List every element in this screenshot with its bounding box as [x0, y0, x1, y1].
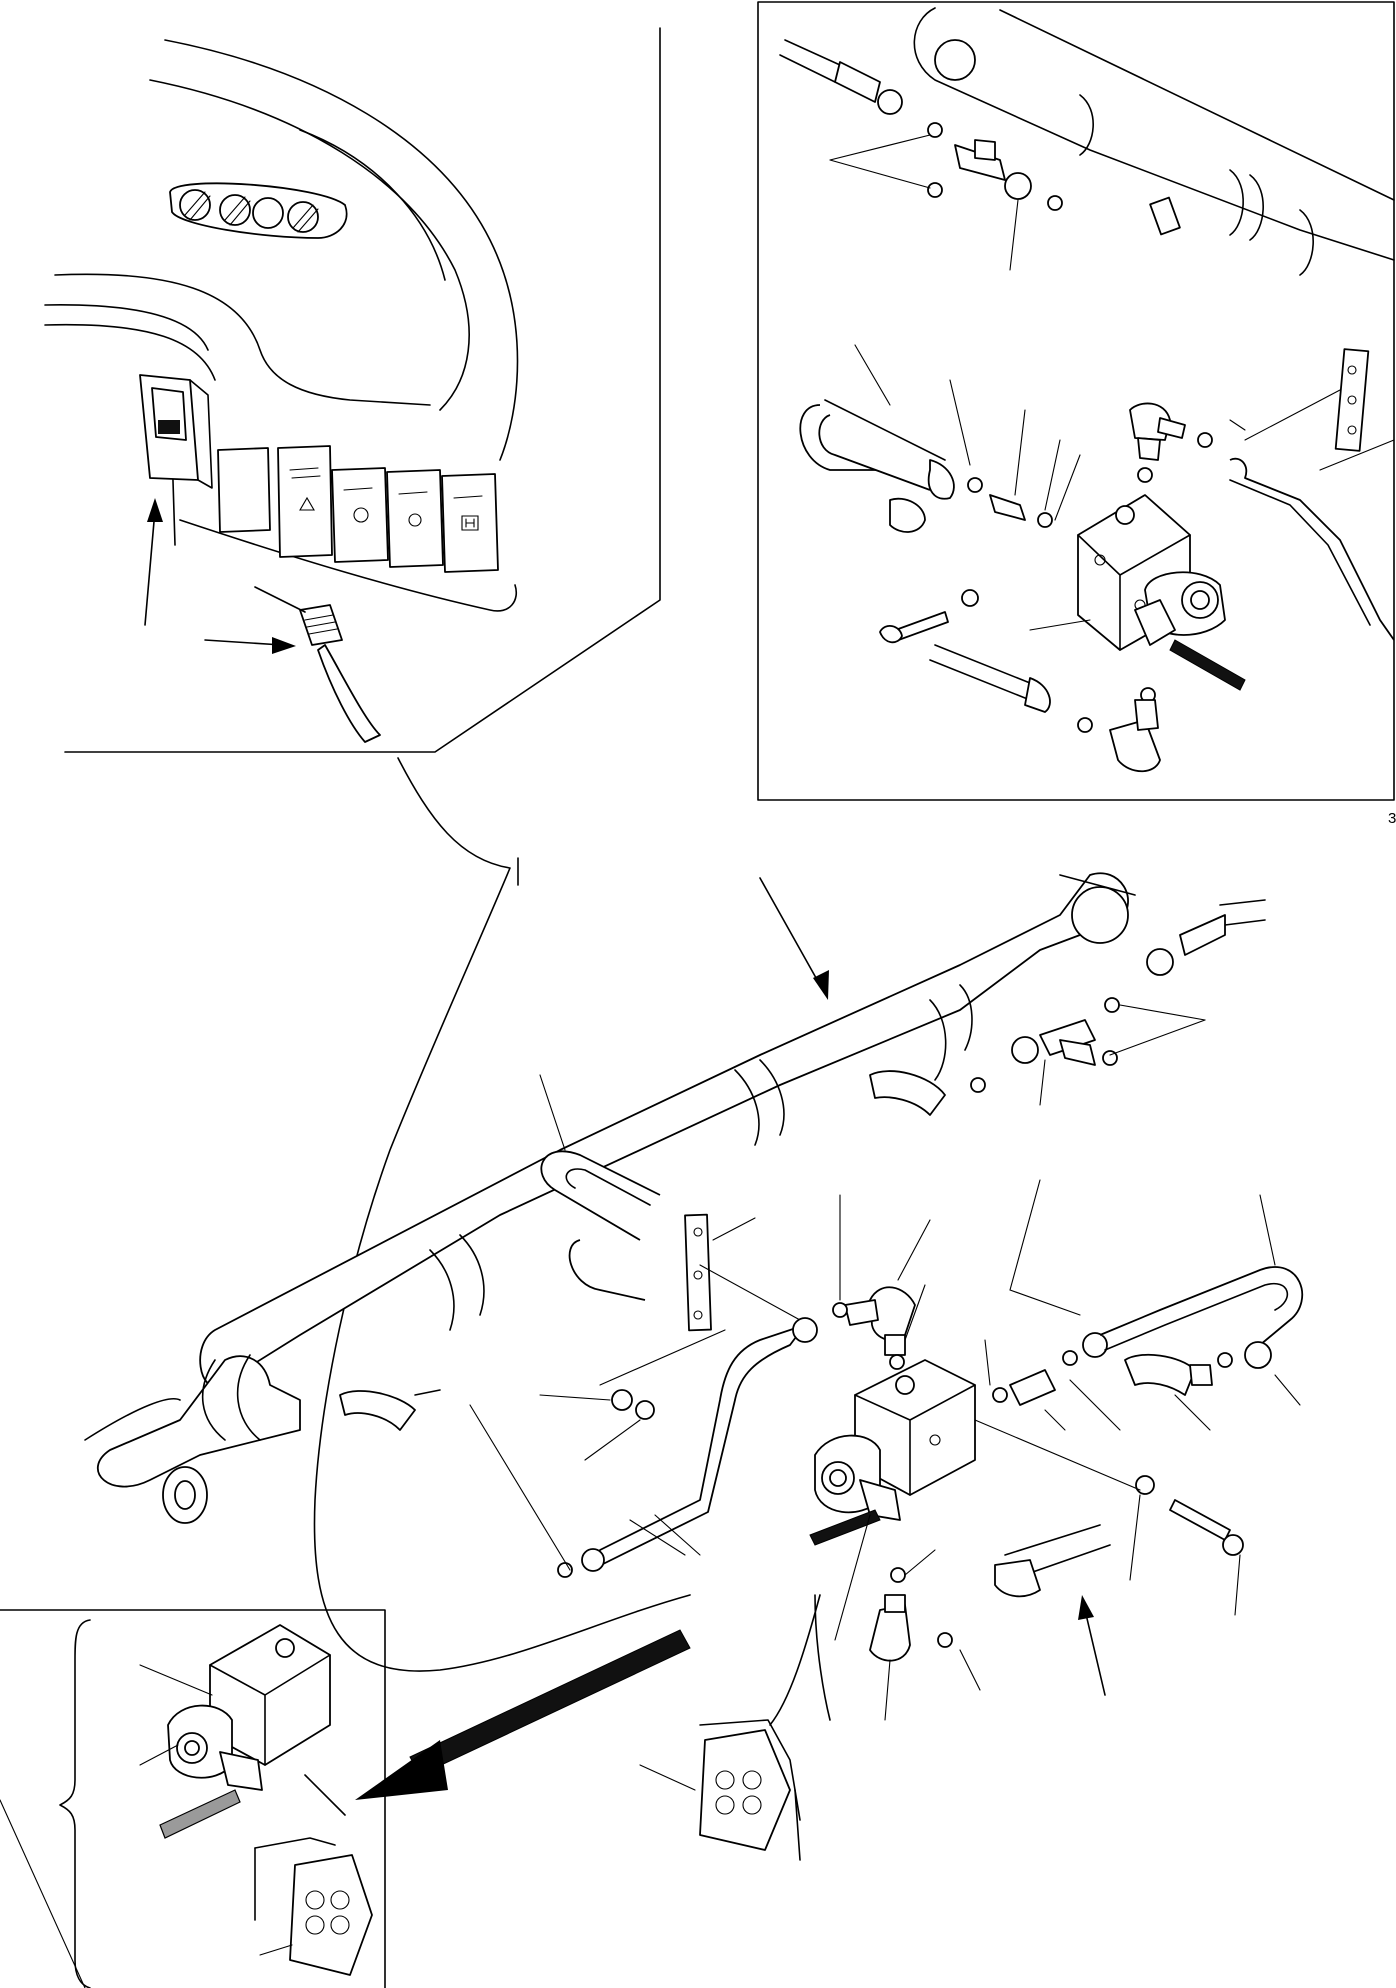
- solenoid-coil: [810, 1436, 900, 1545]
- elbow-fitting: [845, 1287, 915, 1355]
- loop-hose: [800, 400, 954, 532]
- hydraulic-pipe: [558, 1318, 817, 1577]
- arrow-icon: [145, 498, 163, 625]
- cylinder-pin-eye: [1072, 887, 1128, 943]
- wire-harness: [314, 758, 690, 1671]
- mounting-bracket: [685, 1215, 755, 1331]
- bolt: [1136, 1476, 1243, 1555]
- elbow-fitting: [870, 1071, 985, 1115]
- loop-hose: [1100, 1267, 1302, 1368]
- hold-h-icon: [462, 516, 478, 530]
- page-number: 3: [1388, 810, 1396, 827]
- cab-panel-frame: [65, 28, 660, 752]
- indicator-lamp-strip: [170, 183, 347, 238]
- solenoid-coil: [1135, 572, 1245, 690]
- group-brace: [60, 1620, 90, 1988]
- boom-cylinder-assembly: [85, 758, 1302, 1860]
- elbow-fitting: [1130, 403, 1185, 460]
- hazard-triangle-icon: [300, 498, 314, 510]
- bolt: [880, 590, 978, 642]
- valve-label-card: [255, 1838, 372, 1975]
- arrow-icon: [355, 1630, 690, 1800]
- valve-label-card: [700, 1720, 800, 1860]
- beacon-icon: [354, 508, 368, 522]
- valve-group-detail: [0, 1610, 690, 1988]
- switch-beacon: [332, 468, 388, 562]
- light-icon: [409, 514, 421, 526]
- arrow-icon: [1078, 1595, 1105, 1695]
- rocker-switch: [140, 375, 212, 488]
- elbow-fitting: [1110, 700, 1160, 771]
- elbow-fitting: [870, 1595, 910, 1661]
- switch-connector: [300, 605, 380, 742]
- blank-switch-plug: [218, 448, 270, 532]
- control-valve-block: [210, 1625, 330, 1765]
- arrow-icon: [205, 637, 296, 654]
- switch-work-light: [387, 470, 443, 567]
- arrow-icon: [760, 878, 829, 1000]
- u-bend-tube: [540, 1075, 660, 1300]
- warning-lamp-icon: [180, 190, 210, 220]
- warning-lamp-icon: [220, 195, 250, 225]
- detail-inset-frame: [758, 2, 1394, 800]
- tee-fitting: [1012, 998, 1119, 1065]
- warning-lamp-icon: [253, 198, 283, 228]
- tee-fitting: [955, 140, 1062, 210]
- elbow-fitting: [1125, 1355, 1212, 1395]
- solenoid-coil: [160, 1706, 262, 1838]
- cab-switch-panel: [45, 28, 660, 752]
- valve-group-frame: [0, 1610, 385, 1988]
- detail-inset: 3: [758, 2, 1396, 827]
- switch-bank: [218, 446, 498, 572]
- elbow-fitting: [340, 1390, 440, 1430]
